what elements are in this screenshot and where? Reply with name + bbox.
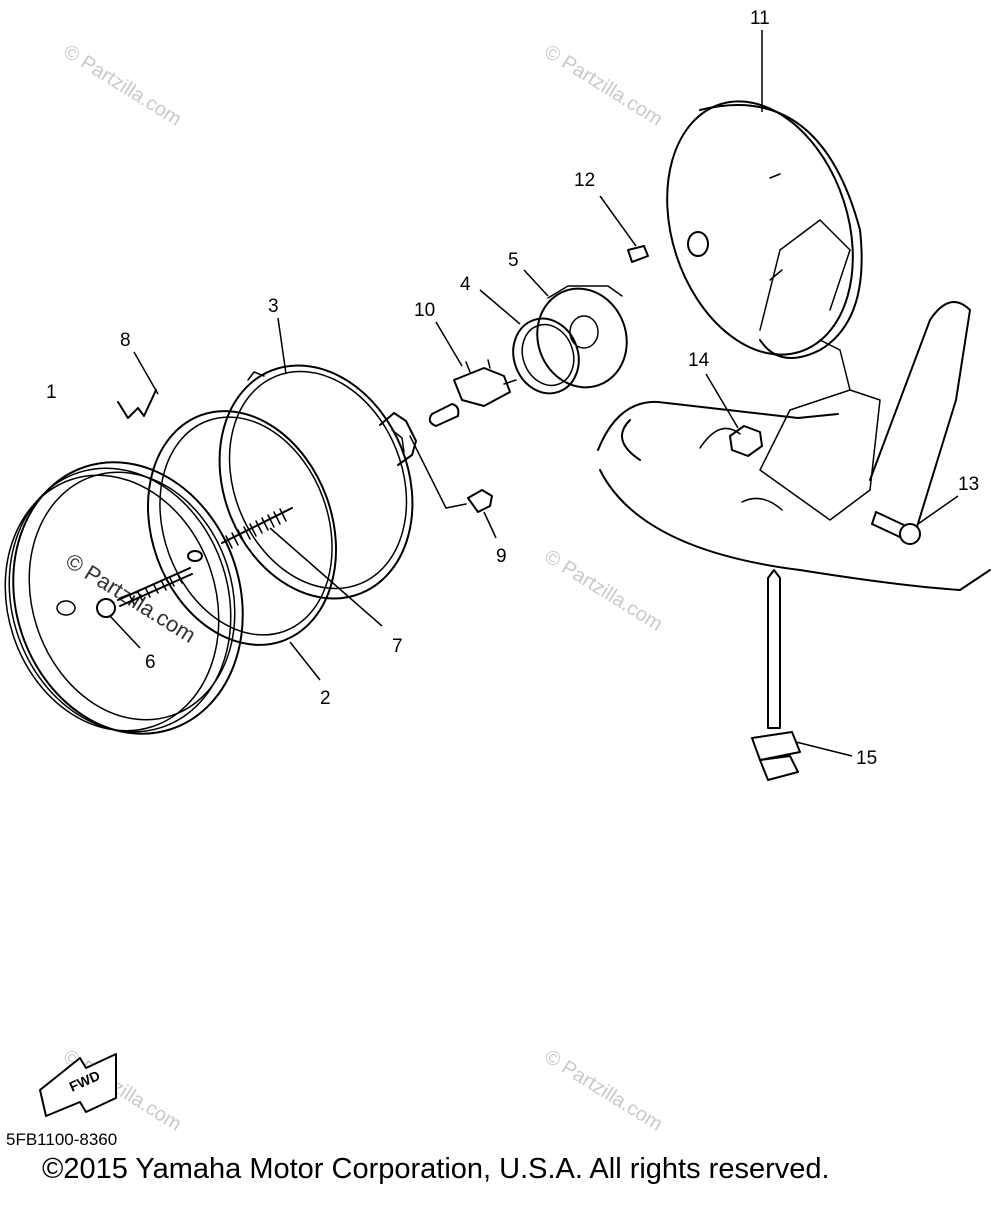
callout-12: 12 bbox=[574, 170, 595, 191]
part-cable-tie bbox=[751, 569, 853, 781]
part-gasket bbox=[146, 410, 338, 681]
callout-2: 2 bbox=[320, 688, 331, 709]
watermark-text: © Partzilla.com bbox=[59, 41, 185, 131]
callout-13: 13 bbox=[958, 474, 979, 495]
watermark-text: © Partzilla.com bbox=[540, 546, 666, 636]
callout-1: 1 bbox=[46, 382, 57, 403]
callout-11: 11 bbox=[750, 8, 770, 29]
callout-10: 10 bbox=[414, 300, 435, 321]
diagram-code: 5FB1100-8360 bbox=[6, 1130, 118, 1149]
callout-9: 9 bbox=[496, 546, 507, 567]
watermark-text: © Partzilla.com bbox=[540, 41, 666, 131]
part-headlight-housing bbox=[666, 30, 863, 391]
part-frame-bracket bbox=[597, 301, 991, 591]
callout-7: 7 bbox=[392, 636, 403, 657]
watermarks: © Partzilla.com © Partzilla.com © Partzi… bbox=[59, 41, 666, 1136]
part-small-clip bbox=[409, 435, 497, 539]
callout-3: 3 bbox=[268, 296, 279, 317]
part-wire-clip bbox=[117, 351, 159, 419]
callout-15: 15 bbox=[856, 748, 877, 769]
callout-5: 5 bbox=[508, 250, 519, 271]
part-bolt-12 bbox=[599, 195, 709, 263]
part-lens-unit bbox=[218, 317, 417, 600]
part-socket-holder bbox=[479, 269, 628, 395]
part-headlight-rim bbox=[4, 461, 244, 735]
part-adjust-spring bbox=[221, 507, 383, 627]
callouts: 1 2 3 4 5 6 7 8 9 10 11 12 13 14 15 bbox=[46, 8, 979, 769]
part-bulb bbox=[428, 321, 517, 427]
callout-14: 14 bbox=[688, 350, 710, 371]
part-nut bbox=[705, 373, 763, 457]
part-bolt-13 bbox=[871, 495, 959, 545]
callout-4: 4 bbox=[460, 274, 471, 295]
watermark-text: © Partzilla.com bbox=[540, 1046, 666, 1136]
callout-6: 6 bbox=[145, 652, 156, 673]
callout-8: 8 bbox=[120, 330, 131, 351]
copyright-notice: ©2015 Yamaha Motor Corporation, U.S.A. A… bbox=[42, 1153, 830, 1185]
fwd-arrow: FWD bbox=[39, 1053, 117, 1117]
